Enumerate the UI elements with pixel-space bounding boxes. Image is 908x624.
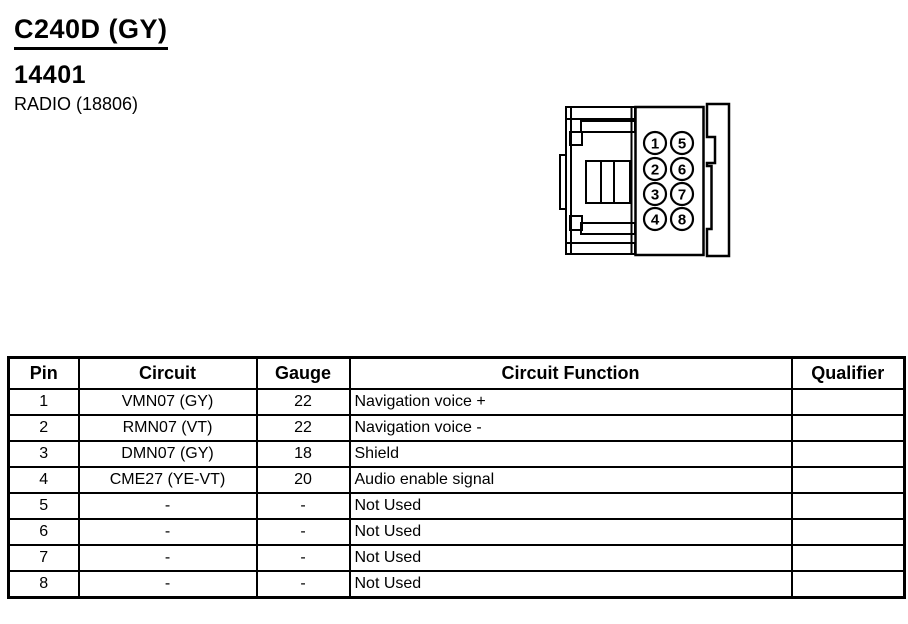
- pin-cell: 2: [7, 414, 80, 442]
- gauge-cell: 18: [255, 440, 351, 468]
- function-cell: Navigation voice -: [348, 414, 793, 442]
- circuit-cell: DMN07 (GY): [77, 440, 258, 468]
- pin-cell: 5: [7, 492, 80, 520]
- function-cell: Shield: [348, 440, 793, 468]
- table-header-row: Pin Circuit Gauge Circuit Function Quali…: [7, 356, 906, 390]
- qualifier-cell: [790, 414, 906, 442]
- table-row: 8 - - Not Used: [7, 570, 906, 599]
- gauge-cell: -: [255, 492, 351, 520]
- header-pin: Pin: [7, 356, 80, 390]
- header-gauge: Gauge: [255, 356, 351, 390]
- part-number: 14401: [14, 61, 87, 89]
- terminal-window: [585, 160, 631, 204]
- gauge-cell: -: [255, 518, 351, 546]
- pin-cell: 4: [7, 466, 80, 494]
- circuit-cell: CME27 (YE-VT): [77, 466, 258, 494]
- function-cell: Not Used: [348, 544, 793, 572]
- qualifier-cell: [790, 466, 906, 494]
- pin-1-cavity: [642, 130, 668, 156]
- latch-step-top: [569, 131, 583, 146]
- connector-id-title: C240D (GY): [14, 14, 168, 50]
- pin-cell: 3: [7, 440, 80, 468]
- mounting-strip: [705, 102, 731, 258]
- pin-3-number: 3: [651, 187, 659, 204]
- pin-4-number: 4: [651, 212, 660, 229]
- table-row: 7 - - Not Used: [7, 544, 906, 572]
- gauge-cell: 20: [255, 466, 351, 494]
- gauge-cell: -: [255, 570, 351, 599]
- pin-5-number: 5: [678, 136, 686, 153]
- qualifier-cell: [790, 544, 906, 572]
- circuit-cell: -: [77, 518, 258, 546]
- gauge-cell: -: [255, 544, 351, 572]
- pin-1-number: 1: [651, 136, 659, 153]
- pin-3-cavity: [642, 181, 668, 207]
- header-function: Circuit Function: [348, 356, 793, 390]
- circuit-cell: VMN07 (GY): [77, 388, 258, 416]
- qualifier-cell: [790, 440, 906, 468]
- function-cell: Navigation voice +: [348, 388, 793, 416]
- table-row: 1 VMN07 (GY) 22 Navigation voice +: [7, 388, 906, 416]
- pin-cell: 1: [7, 388, 80, 416]
- circuit-cell: -: [77, 544, 258, 572]
- pinout-table: Pin Circuit Gauge Circuit Function Quali…: [7, 356, 906, 599]
- pin-cell: 8: [7, 570, 80, 599]
- function-cell: Not Used: [348, 570, 793, 599]
- function-cell: Not Used: [348, 518, 793, 546]
- qualifier-cell: [790, 388, 906, 416]
- component-name: RADIO (18806): [14, 94, 139, 114]
- pin-2-number: 2: [651, 162, 659, 179]
- pin-8-cavity: [669, 206, 695, 232]
- gauge-cell: 22: [255, 414, 351, 442]
- gauge-cell: 22: [255, 388, 351, 416]
- pin-7-number: 7: [678, 187, 686, 204]
- table-row: 5 - - Not Used: [7, 492, 906, 520]
- connector-diagram: 1 2 3 4 5 6 7 8: [559, 102, 731, 258]
- latch-second-bar: [580, 120, 636, 133]
- table-row: 2 RMN07 (VT) 22 Navigation voice -: [7, 414, 906, 442]
- pin-cell: 6: [7, 518, 80, 546]
- latch-bottom-bar: [565, 242, 636, 255]
- latch-third-bar: [580, 222, 636, 235]
- header-qualifier: Qualifier: [790, 356, 906, 390]
- circuit-cell: -: [77, 492, 258, 520]
- pin-5-cavity: [669, 130, 695, 156]
- pin-6-number: 6: [678, 162, 686, 179]
- latch-left-tab: [559, 154, 567, 210]
- pin-cell: 7: [7, 544, 80, 572]
- qualifier-cell: [790, 518, 906, 546]
- latch-top-bar: [565, 106, 636, 120]
- pin-4-cavity: [642, 206, 668, 232]
- table-row: 6 - - Not Used: [7, 518, 906, 546]
- function-cell: Not Used: [348, 492, 793, 520]
- pin-2-cavity: [642, 156, 668, 182]
- pin-6-cavity: [669, 156, 695, 182]
- table-row: 4 CME27 (YE-VT) 20 Audio enable signal: [7, 466, 906, 494]
- table-row: 3 DMN07 (GY) 18 Shield: [7, 440, 906, 468]
- pin-7-cavity: [669, 181, 695, 207]
- pin-8-number: 8: [678, 212, 686, 229]
- circuit-cell: RMN07 (VT): [77, 414, 258, 442]
- function-cell: Audio enable signal: [348, 466, 793, 494]
- qualifier-cell: [790, 570, 906, 599]
- qualifier-cell: [790, 492, 906, 520]
- header-circuit: Circuit: [77, 356, 258, 390]
- circuit-cell: -: [77, 570, 258, 599]
- connector-body: [634, 105, 705, 257]
